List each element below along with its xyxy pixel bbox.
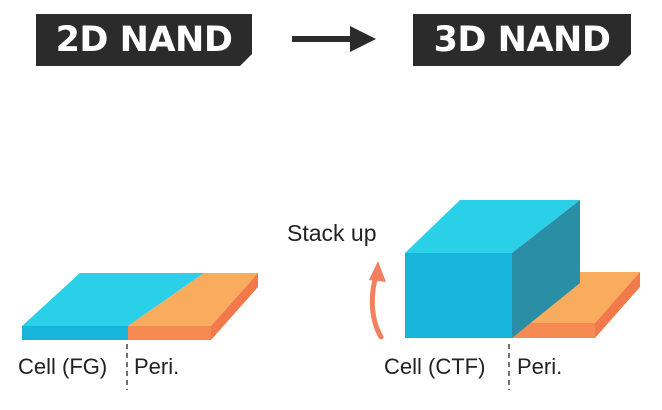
planar-nand-slab: [22, 273, 258, 340]
peri-side-face-right: [595, 272, 640, 338]
right-arrow-icon: [292, 26, 376, 52]
peri-label-right: Peri.: [517, 354, 563, 379]
stacked-cell-block: [405, 200, 580, 338]
stack-up-arrow-icon: [369, 261, 386, 340]
peri-front-face-right: [509, 323, 595, 338]
cell-ctf-front-face: [405, 253, 512, 338]
cell-ctf-top-face: [405, 200, 580, 253]
peri-side-face-left: [211, 273, 258, 340]
title-2d-nand-text: 2D NAND: [55, 20, 233, 60]
peri-front-face-left: [128, 326, 211, 340]
stack-up-label: Stack up: [287, 220, 377, 246]
peri-label-left: Peri.: [134, 354, 180, 379]
cell-fg-top-face: [22, 273, 204, 326]
cell-ctf-side-face: [512, 200, 580, 338]
arrow-head: [350, 26, 376, 52]
cell-ctf-label: Cell (CTF): [384, 354, 486, 379]
title-2d-nand: 2D NAND: [36, 14, 252, 66]
stack-up-arrow-head: [369, 261, 386, 282]
title-3d-nand-text: 3D NAND: [433, 20, 611, 60]
stack-up-arrow-curve: [369, 273, 384, 340]
title-3d-nand: 3D NAND: [413, 14, 631, 66]
cell-fg-front-face: [22, 326, 128, 340]
cell-fg-label: Cell (FG): [18, 354, 108, 379]
peri-top-face-left: [128, 273, 258, 326]
